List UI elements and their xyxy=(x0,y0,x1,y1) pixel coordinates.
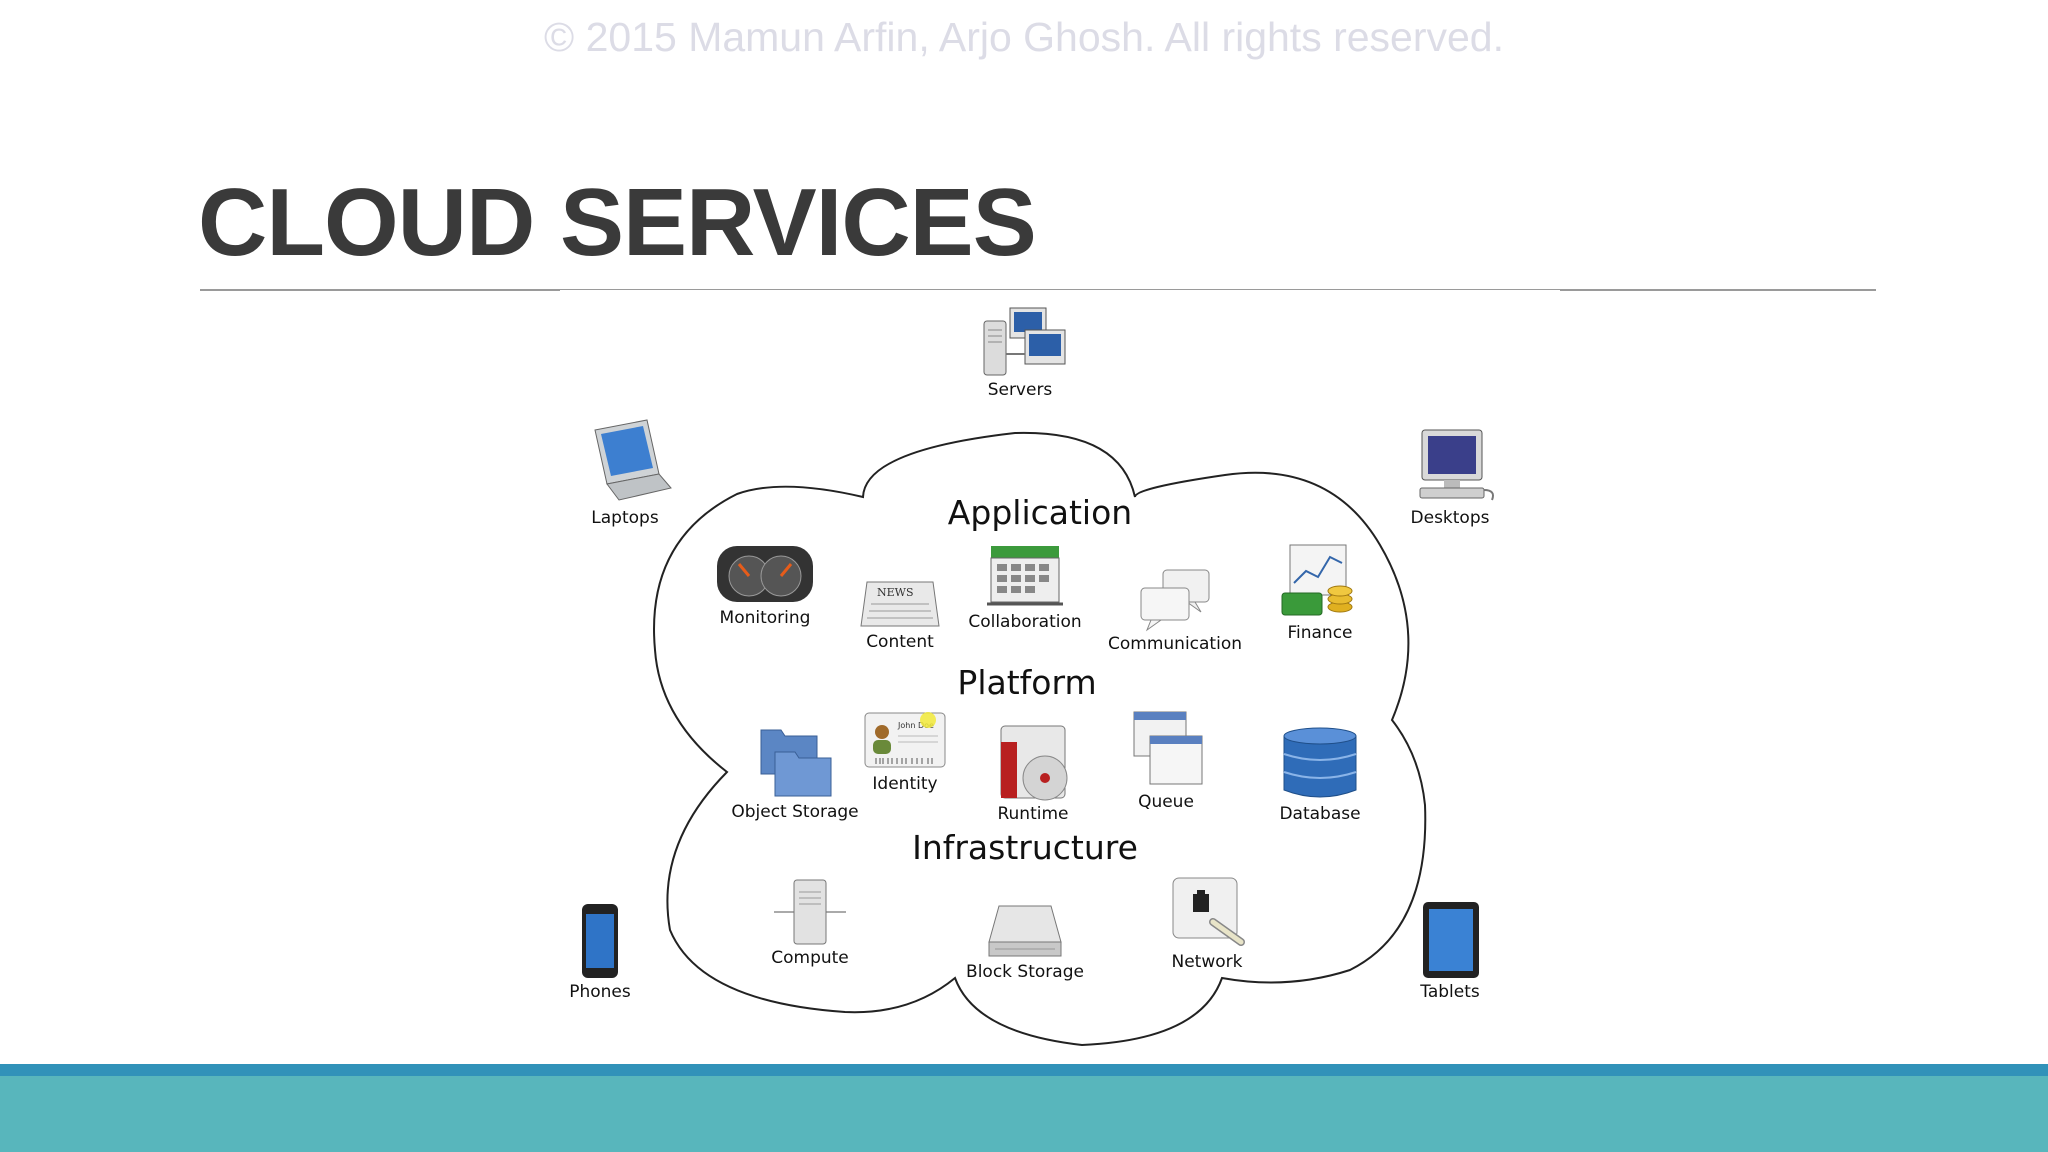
layer-item-label: Network xyxy=(1171,952,1243,972)
calendar-icon xyxy=(987,546,1063,606)
layer-item-label: Content xyxy=(866,632,934,652)
layer-item-label: Identity xyxy=(872,774,938,794)
runtime-disc-icon xyxy=(1000,725,1068,801)
footer-bar xyxy=(0,1076,2048,1152)
client-label: Desktops xyxy=(1410,508,1490,528)
svg-text:John Doe: John Doe xyxy=(897,721,934,730)
infra-network: Network xyxy=(1152,876,1262,972)
layer-item-label: Communication xyxy=(1108,634,1242,654)
hard-drive-icon xyxy=(988,905,1062,957)
network-jack-icon xyxy=(1172,877,1245,946)
server-tower-icon xyxy=(774,879,846,945)
platform-database: Database xyxy=(1260,726,1380,824)
app-collaboration: Collaboration xyxy=(960,542,1090,632)
client-desktops: Desktops xyxy=(1390,428,1510,528)
newspaper-icon: NEWS xyxy=(860,581,940,627)
platform-runtime: Runtime xyxy=(978,722,1088,824)
finance-chart-coins-icon xyxy=(1281,544,1353,616)
servers-icon xyxy=(983,307,1066,376)
copyright-watermark: © 2015 Mamun Arfin, Arjo Ghosh. All righ… xyxy=(544,14,1504,60)
laptop-icon xyxy=(594,419,672,501)
chat-bubbles-icon xyxy=(1140,569,1210,632)
layer-item-label: Block Storage xyxy=(966,962,1084,982)
stacked-windows-icon xyxy=(1133,711,1203,785)
layer-title-platform: Platform xyxy=(957,663,1097,702)
client-laptops: Laptops xyxy=(570,418,680,528)
layer-item-label: Monitoring xyxy=(719,608,811,628)
infra-compute: Compute xyxy=(760,878,860,968)
svg-text:NEWS: NEWS xyxy=(877,586,914,599)
client-servers: Servers xyxy=(960,306,1080,400)
client-label: Phones xyxy=(569,982,631,1002)
platform-object-storage: Object Storage xyxy=(720,722,870,822)
layer-title-infrastructure: Infrastructure xyxy=(912,828,1138,867)
footer-accent-line xyxy=(0,1064,2048,1076)
app-finance: Finance xyxy=(1260,543,1380,643)
phone-icon xyxy=(582,904,618,978)
client-tablets: Tablets xyxy=(1400,900,1500,1002)
app-communication: Communication xyxy=(1100,568,1250,654)
layer-item-label: Collaboration xyxy=(968,612,1082,632)
platform-queue: Queue xyxy=(1116,710,1216,812)
layer-title-application: Application xyxy=(947,493,1133,532)
desktop-icon xyxy=(1419,429,1494,501)
database-icon xyxy=(1283,727,1357,798)
client-label: Laptops xyxy=(591,508,659,528)
app-content: NEWS Content xyxy=(840,580,960,652)
client-label: Tablets xyxy=(1420,982,1480,1002)
slide-title: CLOUD SERVICES xyxy=(198,169,1037,276)
app-monitoring: Monitoring xyxy=(700,542,830,628)
speedometer-icon xyxy=(717,546,813,602)
layer-item-label: Compute xyxy=(771,948,849,968)
layer-item-label: Runtime xyxy=(997,804,1069,824)
layer-item-label: Finance xyxy=(1287,623,1353,643)
id-card-icon: John Doe xyxy=(864,712,946,768)
tablet-icon xyxy=(1423,902,1479,978)
layer-item-label: Queue xyxy=(1138,792,1194,812)
layer-item-label: Database xyxy=(1279,804,1361,824)
client-label: Servers xyxy=(987,380,1053,400)
infra-block-storage: Block Storage xyxy=(960,902,1090,982)
layer-item-label: Object Storage xyxy=(731,802,859,822)
folders-icon xyxy=(760,729,832,797)
cloud-services-diagram: Application Platform Infrastructure Serv… xyxy=(560,290,1560,1060)
platform-identity: John Doe Identity xyxy=(850,710,960,794)
client-phones: Phones xyxy=(550,902,650,1002)
